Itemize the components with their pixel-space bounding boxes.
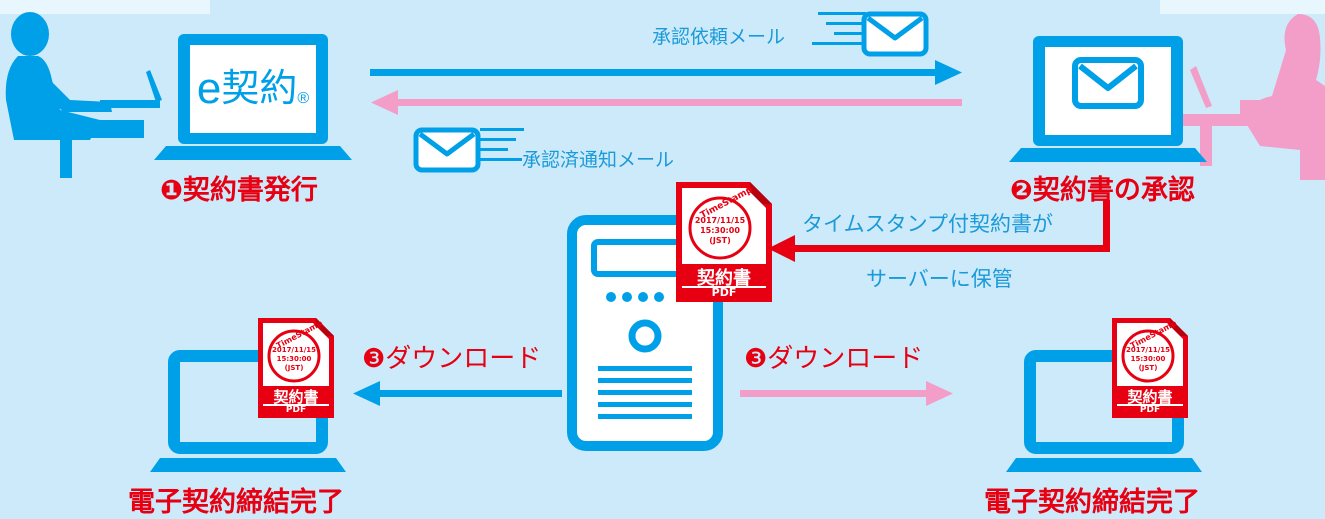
timestamp-pdf-document: TimeStamp 2017/11/15 15:30:00 (JST) 契約書 … [1112,318,1188,418]
stamp-time: 15:30:00 [276,355,312,363]
e-keiyaku-logo: e 契約 ® [190,46,316,132]
stamp-time: 15:30:00 [700,226,740,235]
request-arrow [370,60,962,85]
logo-e: e [196,64,222,113]
document-format: PDF [1139,405,1161,415]
document-title: 契約書 [1127,388,1173,406]
top-left-glow [0,0,210,14]
request-mail-label: 承認依頼メール [652,26,786,48]
top-right-glow [1160,0,1325,14]
stamp-zone: (JST) [1138,364,1158,372]
stamp-date: 2017/11/15 [1125,346,1171,354]
approver-laptop-icon [1009,36,1207,162]
stamp-zone: (JST) [709,236,731,245]
document-title: 契約書 [697,268,751,289]
stamp-date: 2017/11/15 [694,216,746,225]
complete-left-label: 電子契約締結完了 [128,487,344,518]
stamp-zone: (JST) [284,364,304,372]
timestamp-arrow [768,200,1110,262]
pdf-document-icon [676,182,772,302]
stamp-time: 15:30:00 [1130,355,1166,363]
approver-person-icon [1180,14,1325,180]
pdf-document-icon [258,318,334,418]
step2-label: ❷契約書の承認 [1010,175,1195,206]
download-arrow-left [353,381,562,406]
download-arrow-right [740,381,953,406]
pdf-document-icon [1112,318,1188,418]
timestamp-note-line2: サーバーに保管 [866,267,1013,291]
document-title: 契約書 [273,388,319,406]
envelope-icon [1072,57,1144,109]
timestamp-note-line1: タイムスタンプ付契約書が [802,212,1053,236]
download-left-label: ❸ダウンロード [362,344,542,374]
step1-label: ❶契約書発行 [160,175,318,206]
done-mail-label: 承認済通知メール [522,149,675,171]
timestamp-pdf-document: TimeStamp 2017/11/15 15:30:00 (JST) 契約書 … [676,182,772,302]
stamp-date: 2017/11/15 [271,346,317,354]
sender-laptop-icon [154,34,352,160]
document-format: PDF [285,405,307,415]
timestamp-pdf-document: TimeStamp 2017/11/15 15:30:00 (JST) 契約書 … [258,318,334,418]
logo-text: 契約 [221,68,298,110]
download-right-label: ❸ダウンロード [744,344,924,374]
sender-person-icon [5,12,162,178]
document-format: PDF [711,286,737,299]
complete-right-label: 電子契約締結完了 [984,487,1200,518]
done-mail-icon [413,127,524,173]
logo-registered-mark: ® [297,90,310,107]
approval-arrow [371,90,962,115]
request-mail-icon [812,11,929,57]
